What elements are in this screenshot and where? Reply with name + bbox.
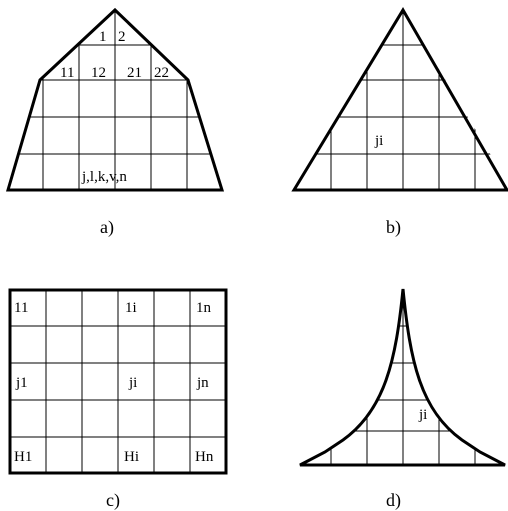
panel-a-caption: a) bbox=[100, 217, 114, 238]
panel-d-caption: d) bbox=[386, 490, 401, 511]
panel-c-label-1n: 1n bbox=[196, 300, 212, 316]
panel-b-caption: b) bbox=[386, 217, 401, 238]
panel-a-label-2: 2 bbox=[118, 29, 126, 45]
panel-a-label-21: 21 bbox=[127, 65, 142, 81]
panel-a: 1 2 11 12 21 22 j,l,k,v,n a) bbox=[6, 7, 225, 238]
panel-c-label-j1: j1 bbox=[15, 375, 28, 391]
panel-c-label-hn: Hn bbox=[195, 449, 214, 465]
panel-d-outline bbox=[299, 288, 506, 467]
panel-c-grid bbox=[10, 290, 226, 473]
panel-c-label-h1: H1 bbox=[14, 449, 32, 465]
panel-c: 11 1i 1n j1 ji jn H1 Hi Hn c) bbox=[8, 288, 228, 511]
panel-b-outline bbox=[291, 7, 508, 192]
panel-a-outline bbox=[6, 7, 225, 192]
panel-a-label-1: 1 bbox=[99, 29, 107, 45]
panel-b-label-ji: ji bbox=[374, 133, 383, 149]
panel-a-label-11: 11 bbox=[60, 65, 74, 81]
panel-a-label-jlkvn: j,l,k,v,n bbox=[81, 169, 127, 185]
panel-c-caption: c) bbox=[106, 490, 120, 511]
panel-c-outline bbox=[8, 288, 228, 475]
panel-a-label-12: 12 bbox=[91, 65, 106, 81]
panel-b: ji b) bbox=[291, 7, 508, 238]
panel-d-grid bbox=[300, 289, 505, 465]
panel-c-label-ji: ji bbox=[128, 375, 137, 391]
panel-c-label-1i: 1i bbox=[125, 300, 137, 316]
panel-b-grid bbox=[294, 10, 508, 190]
panel-c-label-jn: jn bbox=[196, 375, 209, 391]
panel-d-label-ji: ji bbox=[418, 407, 427, 423]
panel-a-label-22: 22 bbox=[154, 65, 169, 81]
panel-c-label-hi: Hi bbox=[124, 449, 139, 465]
panel-d: ji d) bbox=[299, 288, 506, 511]
panel-c-label-11: 11 bbox=[14, 300, 28, 316]
